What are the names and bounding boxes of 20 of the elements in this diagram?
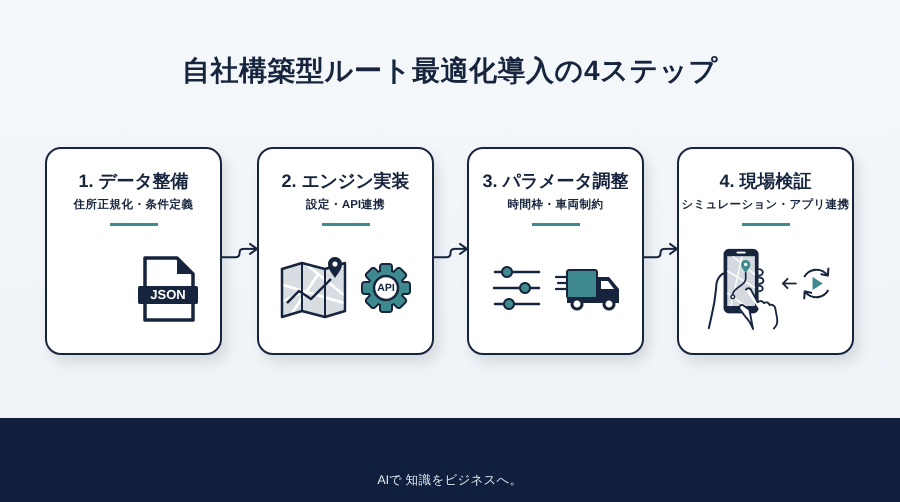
step-heading: 2. エンジン実装 xyxy=(281,170,410,192)
gear-icon-label: API xyxy=(377,281,395,295)
footer-band xyxy=(0,418,900,502)
arrow xyxy=(433,242,468,258)
tagline: AIで 知識をビジネスへ。 xyxy=(377,472,523,488)
step-card xyxy=(45,147,222,355)
step-subtitle: 設定・API連携 xyxy=(306,197,386,213)
step-subtitle: シミュレーション・アプリ連携 xyxy=(682,197,850,213)
diagram-title: 自社構築型ルート最適化導入の4ステップ xyxy=(182,54,718,88)
step-heading: 4. 現場検証 xyxy=(719,170,812,192)
step-card xyxy=(467,147,644,355)
step-subtitle: 時間枠・車両制約 xyxy=(508,197,604,213)
file-format-label: JSON xyxy=(150,286,186,304)
step-subtitle: 住所正規化・条件定義 xyxy=(74,197,194,213)
arrow xyxy=(643,242,678,258)
step-heading: 3. パラメータ調整 xyxy=(482,170,628,192)
arrow xyxy=(221,242,258,258)
step-heading: 1. データ整備 xyxy=(78,170,188,192)
step-card xyxy=(257,147,434,355)
step-card xyxy=(677,147,854,355)
